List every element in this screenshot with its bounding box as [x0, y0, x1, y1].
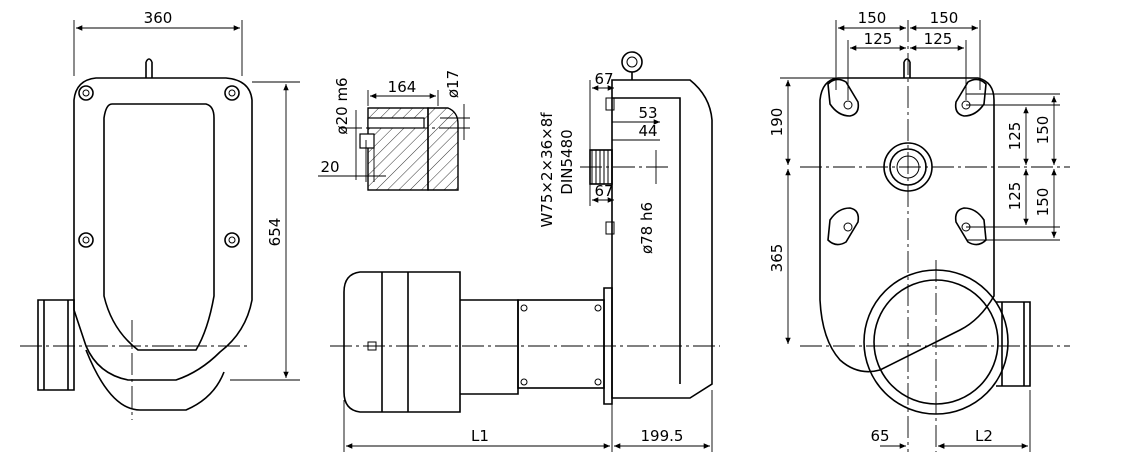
front-height-dim: 654 — [266, 218, 284, 247]
rear-right-125-top: 125 — [1006, 122, 1024, 151]
spline-standard: DIN5480 — [558, 129, 576, 194]
front-bolt-holes — [78, 85, 240, 248]
rear-top-125-left: 125 — [864, 30, 893, 48]
rear-right-125-bottom: 125 — [1006, 182, 1024, 211]
dim-67-bottom: 67 — [594, 182, 613, 200]
shaft-detail: 164 ø20 m6 ø17 20 — [318, 70, 470, 191]
rear-top-150-right: 150 — [930, 9, 959, 27]
shaft-dia-m6-dim: ø20 m6 — [333, 77, 351, 134]
rear-height-190: 190 — [768, 108, 786, 137]
front-width-dim: 360 — [144, 9, 173, 27]
dim-44: 44 — [638, 122, 657, 140]
output-shaft-dia: ø78 h6 — [638, 202, 656, 254]
rear-right-150-top: 150 — [1034, 116, 1052, 145]
spline-spec: W75×2×36×8f — [538, 112, 556, 228]
rear-height-365: 365 — [768, 244, 786, 273]
rear-mounting-ears — [827, 78, 987, 246]
dim-53: 53 — [638, 104, 657, 122]
rear-length-L2: L2 — [975, 427, 993, 445]
rear-offset-65: 65 — [870, 427, 889, 445]
rear-view: 150 150 125 125 190 365 125 150 125 150 … — [768, 9, 1070, 452]
dim-67-top: 67 — [594, 70, 613, 88]
key-offset-dim: 20 — [320, 158, 339, 176]
side-view: 67 53 44 W75×2×36×8f DIN5480 67 ø78 h6 L… — [330, 51, 720, 452]
motor-length-dim: L1 — [471, 427, 489, 445]
shaft-length-dim: 164 — [388, 78, 417, 96]
rear-top-150-left: 150 — [858, 9, 887, 27]
rear-right-150-bottom: 150 — [1034, 188, 1052, 217]
shaft-dia-17-dim: ø17 — [444, 70, 462, 98]
front-view: 360 654 — [20, 9, 300, 420]
rear-top-125-right: 125 — [924, 30, 953, 48]
gear-length-dim: 199.5 — [641, 427, 684, 445]
